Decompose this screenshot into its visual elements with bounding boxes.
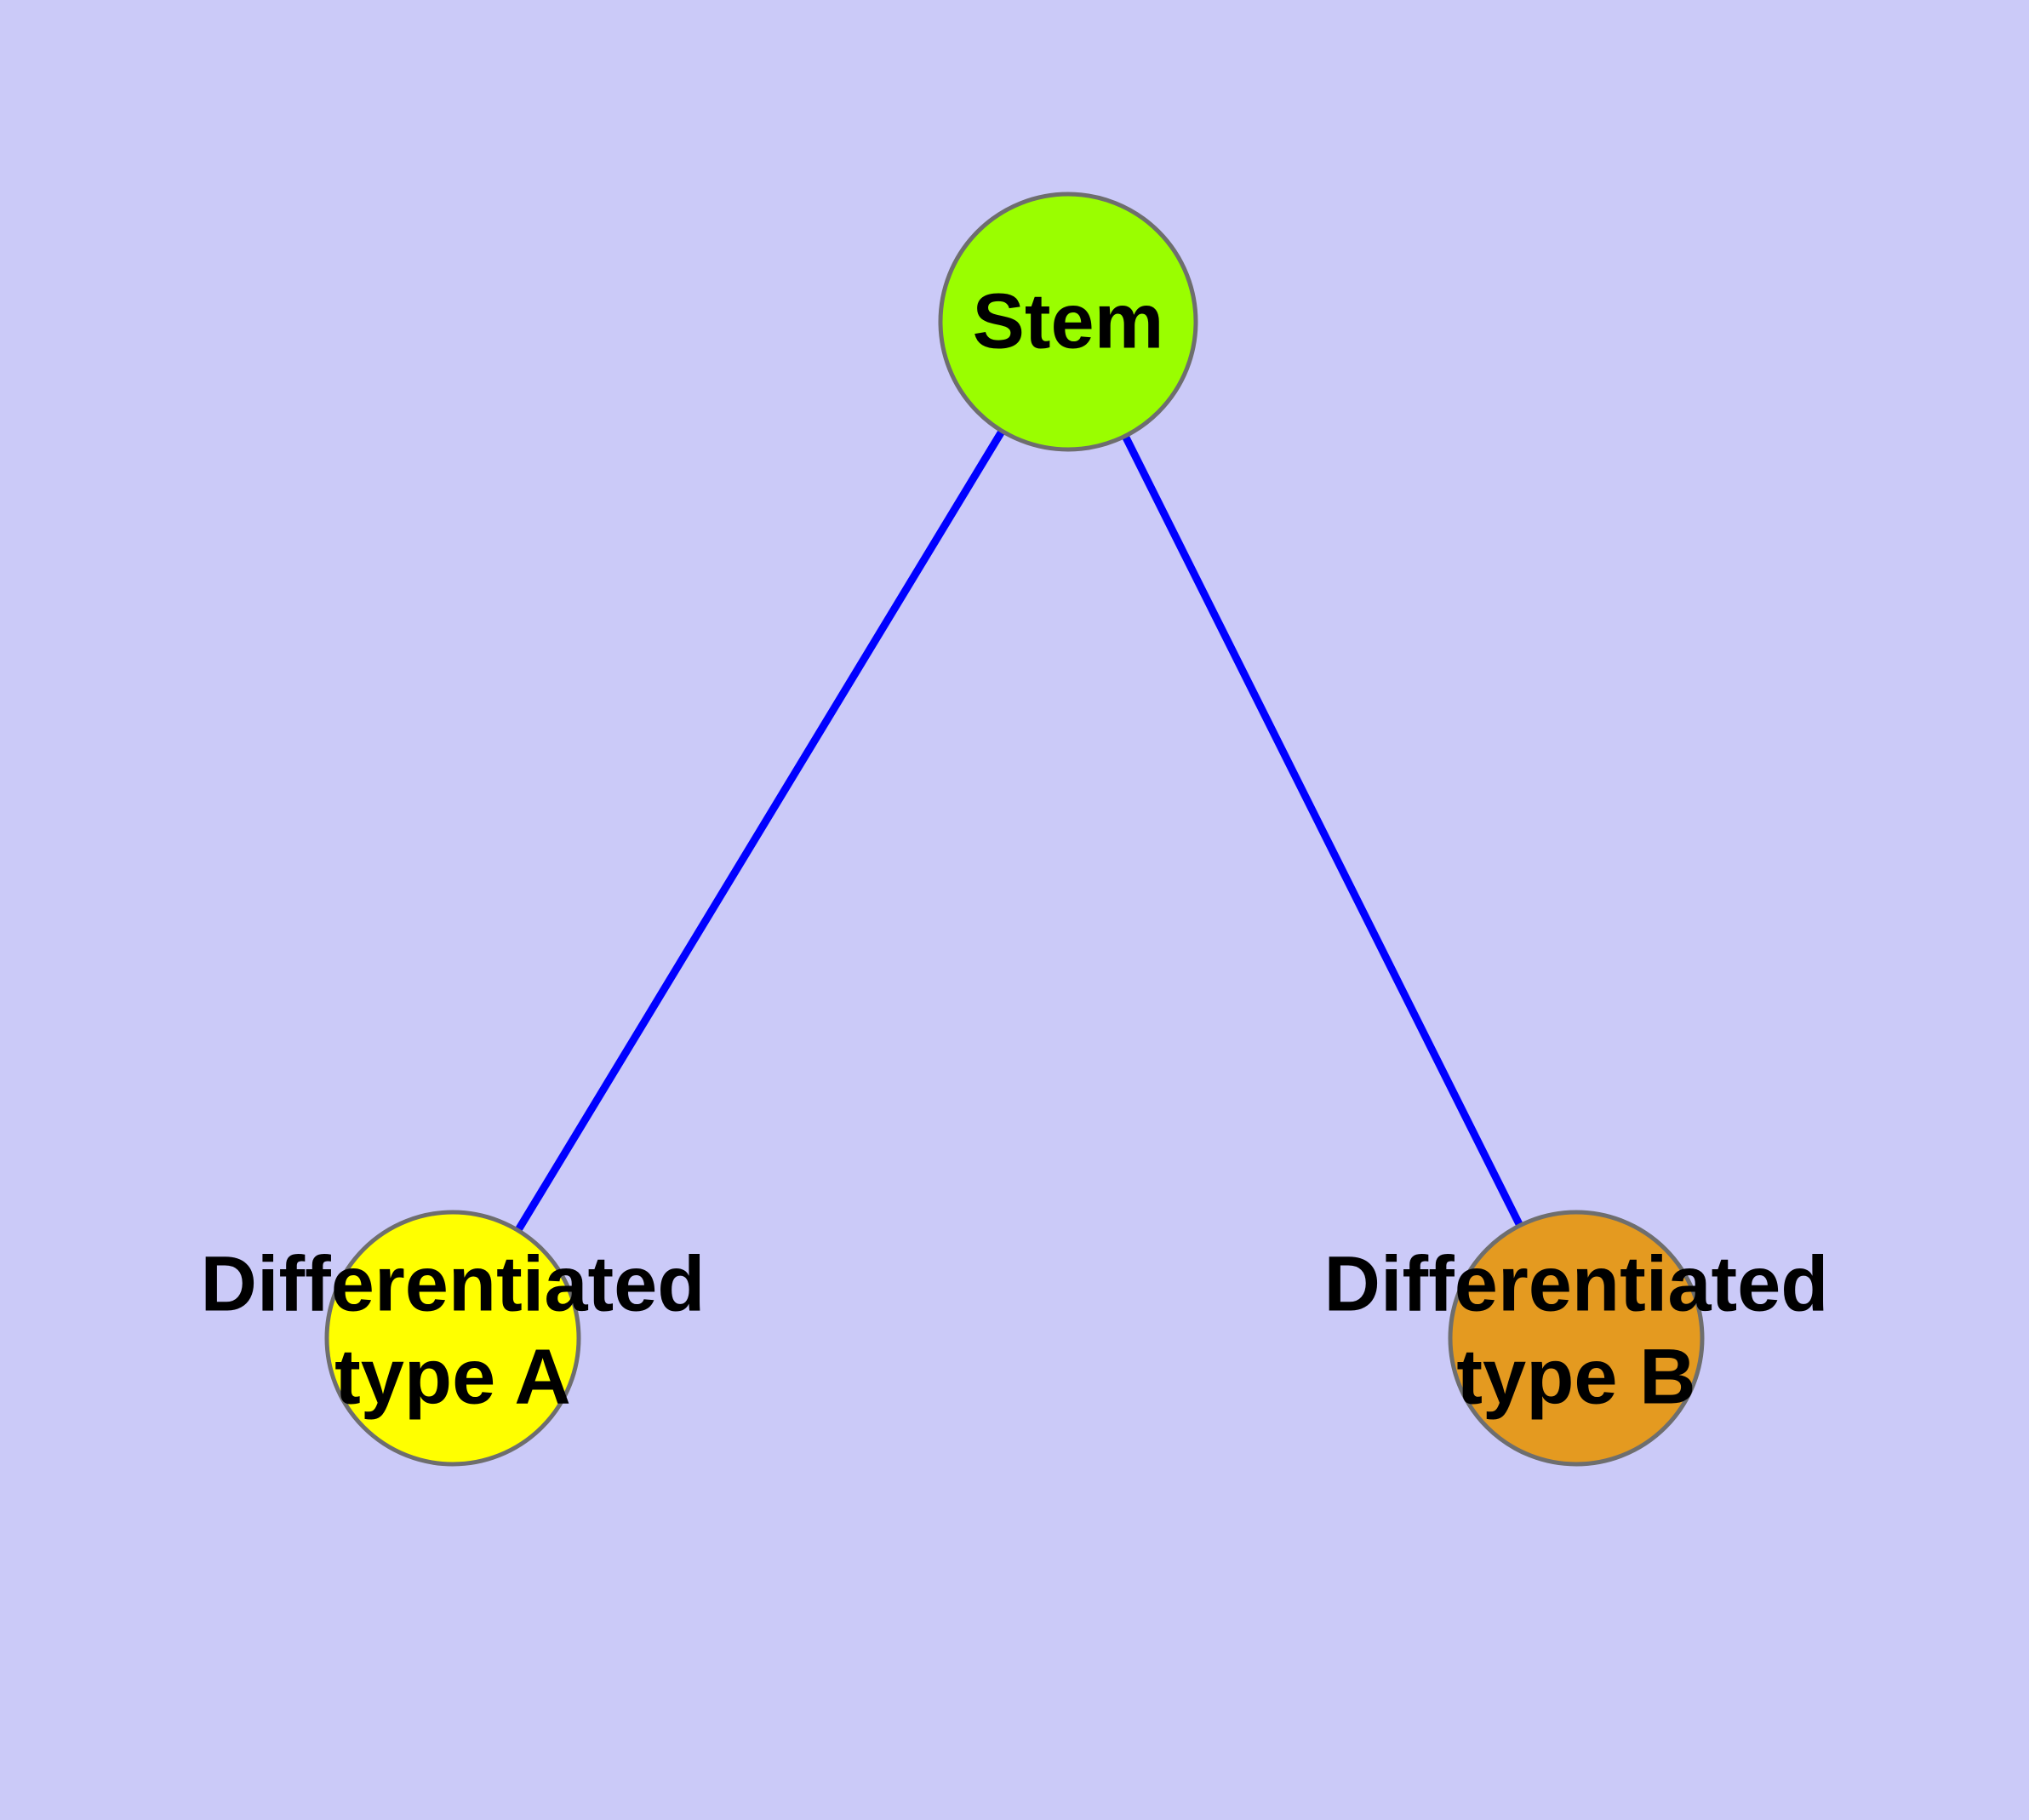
node-type-a-circle [324, 1210, 581, 1467]
node-type-a-label-line1: Differentiated [200, 1240, 706, 1328]
node-type-a-label-line2: type A [334, 1333, 571, 1420]
node-type-b-label-line1: Differentiated [1323, 1240, 1829, 1328]
node-stem-label: Stem [972, 278, 1164, 365]
edge-stem-to-type-a [449, 319, 1072, 1341]
node-type-a-label: Differentiated type A [201, 1238, 706, 1422]
node-type-b-label: Differentiated type B [1324, 1238, 1829, 1422]
node-type-b-circle [1448, 1210, 1705, 1467]
node-stem-circle [938, 192, 1198, 452]
edge-stem-to-type-b [1064, 319, 1580, 1341]
node-type-b-label-line2: type B [1456, 1333, 1696, 1420]
